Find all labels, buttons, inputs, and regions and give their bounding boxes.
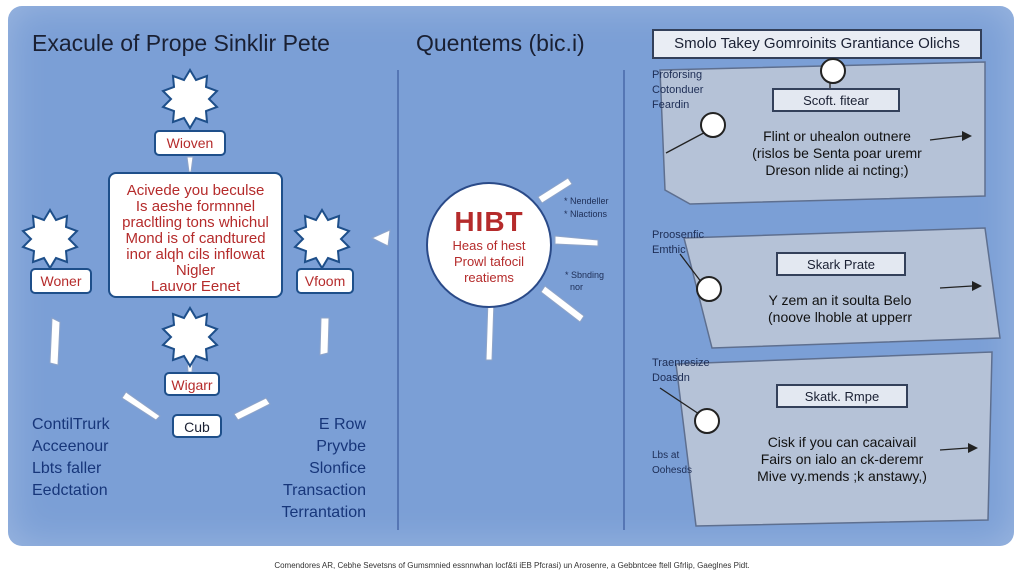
card-2-text: Y zem an it soulta Belo (noove lhoble at…: [742, 292, 938, 326]
flow-item: ContilTrurk: [32, 416, 110, 433]
flow-item: Slonfice: [309, 460, 366, 477]
card-2-marker: [696, 276, 722, 302]
side-label-line: Feardin: [652, 99, 690, 111]
card-line: Mive vy.mends ;k anstawy,): [757, 468, 927, 484]
card-3-arrowhead: [968, 443, 978, 453]
footer-caption: Comendores AR, Cebhe Sevetsns of Gumsmni…: [274, 561, 750, 570]
arrow-from-hub-left: [370, 229, 391, 247]
flow-item: E Row: [318, 416, 366, 433]
star-bottom: [161, 306, 219, 368]
flow-item: Acceenour: [32, 438, 109, 455]
card-3-side-label: Traenresize Doasdn: [652, 356, 710, 386]
card-2-side-label: Proosenfic Emthic: [652, 228, 704, 258]
star-right: [293, 208, 351, 270]
hub-small-label: * Sbnding: [565, 270, 605, 280]
hub-line: reatiems: [464, 270, 514, 285]
star-top: [161, 68, 219, 130]
side-label-line: Traenresize: [652, 357, 710, 369]
central-line: Lauvor Eenet: [150, 278, 241, 295]
hub-small-label: * Nlactions: [564, 209, 608, 219]
arrow-hub-downright: [540, 285, 585, 323]
side-label-line: Doasdn: [652, 372, 690, 384]
central-line: Nigler: [175, 262, 216, 279]
side-label-line: Emthic: [652, 244, 686, 256]
bottom-left-labels: Lbs at Oohesds: [652, 448, 692, 478]
card-1-top-marker: [820, 58, 846, 84]
card-line: (rislos be Senta poar uremr: [752, 145, 922, 161]
card-3-shape: [675, 351, 993, 527]
card-2-header: Skark Prate: [776, 252, 906, 276]
central-line: pracltling tons whichul: [122, 214, 269, 231]
hub-title: HIBT: [454, 206, 524, 237]
central-text-box: Acivede you beculse Is aeshe formnnel pr…: [108, 172, 283, 298]
node-top: Wioven: [154, 130, 226, 156]
card-3-header: Skatk. Rmpe: [776, 384, 908, 408]
card-line: Dreson nlide ai ncting;): [765, 162, 909, 178]
hub-small-label: nor: [570, 282, 584, 292]
arrow-left-down: [49, 317, 61, 366]
card-line: Y zem an it soulta Belo: [768, 292, 912, 308]
card-2-arrow: [939, 285, 973, 289]
card-line: Fairs on ialo an ck-deremr: [760, 451, 924, 467]
right-flow-list: E Row Pryvbe Slonfice Transaction Terran…: [280, 414, 367, 524]
card-1-side-label: Proforsing Cotonduer Feardin: [652, 68, 703, 113]
central-line: Acivede you beculse: [126, 182, 265, 199]
node-bottom: Wigarr: [164, 372, 220, 396]
hub-line: Prowl tafocil: [453, 254, 525, 269]
flow-item: Terrantation: [281, 504, 367, 521]
card-1-arrowhead: [962, 131, 972, 141]
card-2-arrowhead: [972, 281, 982, 291]
flow-item: Pryvbe: [316, 438, 366, 455]
central-line: inor alqh cils inflowat: [126, 246, 265, 263]
card-line: Flint or uhealon outnere: [763, 128, 911, 144]
middle-section-title: Quentems (bic.i): [416, 30, 585, 56]
star-left: [21, 208, 79, 270]
side-label-line: Proosenfic: [652, 229, 704, 241]
left-flow-list: ContilTrurk Acceenour Lbts faller Eedcta…: [32, 414, 110, 502]
side-label-line: Proforsing: [652, 69, 703, 81]
arrow-hub-upright: [537, 177, 573, 204]
card-2-shape: [683, 227, 1001, 349]
node-left: Woner: [30, 268, 92, 294]
card-line: Cisk if you can cacaivail: [767, 434, 917, 450]
card-1-arrow: [929, 135, 963, 141]
card-3-marker: [694, 408, 720, 434]
card-3-arrow: [939, 447, 969, 451]
arrow-hub-right: [554, 235, 599, 247]
flow-item: Transaction: [283, 482, 366, 499]
arrow-right-down: [319, 317, 330, 356]
arrow-to-cub-left: [121, 391, 161, 421]
side-label-line: Cotonduer: [652, 84, 704, 96]
side-label-line: Oohesds: [652, 465, 693, 476]
card-3-text: Cisk if you can cacaivail Fairs on ialo …: [744, 434, 940, 485]
node-right: Vfoom: [296, 268, 354, 294]
hub-circle: HIBT Heas of hest Prowl tafocil reatiems: [426, 182, 552, 308]
flow-item: Eedctation: [32, 482, 108, 499]
arrow-top-to-central: [186, 156, 194, 173]
right-section-title: Smolo Takey Gomroinits Grantiance Olichs: [652, 29, 982, 59]
hub-line: Heas of hest: [452, 238, 526, 253]
flow-item: Lbts faller: [32, 460, 102, 477]
central-line: Is aeshe formnnel: [135, 198, 256, 215]
card-1-shape: [659, 61, 986, 205]
hub-small-label: * Nendeller: [564, 196, 609, 206]
node-cub: Cub: [172, 414, 222, 438]
card-1-text: Flint or uhealon outnere (rislos be Sent…: [742, 128, 932, 179]
card-1-header: Scoft. fitear: [772, 88, 900, 112]
side-label-line: Lbs at: [652, 450, 680, 461]
central-line: Mond is of candtured: [125, 230, 266, 247]
card-1-marker: [700, 112, 726, 138]
arrow-to-cub-right: [233, 397, 271, 421]
left-section-title: Exacule of Prope Sinklir Pete: [32, 30, 330, 56]
arrow-hub-down: [485, 299, 495, 361]
card-line: (noove lhoble at upperr: [768, 309, 912, 325]
